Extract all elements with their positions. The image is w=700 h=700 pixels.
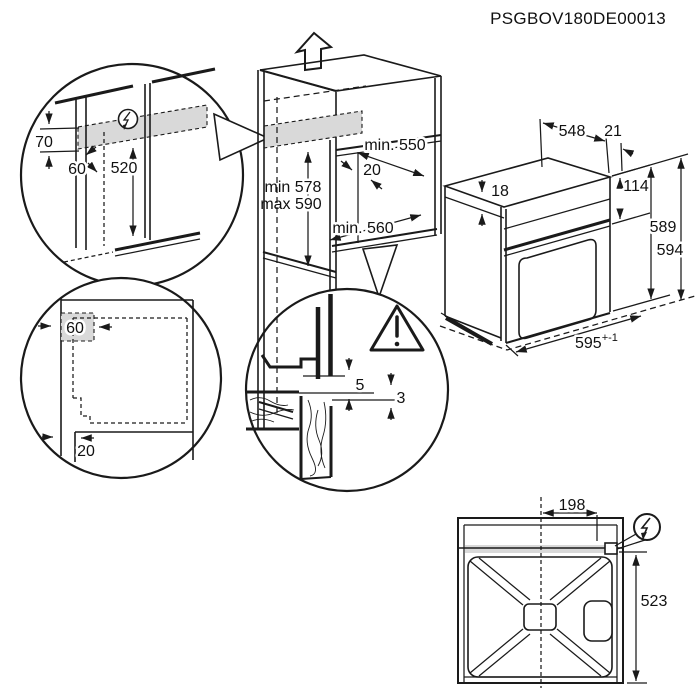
connection-box [604,542,618,555]
dim-oven-front-overhang: 21 [604,123,622,140]
detail-circle-electrical-zone: 70 60 520 [19,62,245,288]
detail-circle-door-gap: 5 3 [244,287,450,493]
dim-rear-gap: 20 [363,162,381,179]
base-side-housing [583,600,613,642]
dim-upper-gap: 5 [356,377,365,394]
dim-zone-distance-below: 520 [111,160,138,177]
detail-circle-worktop: 60 20 [19,276,223,480]
dim-oven-body-height: 589 [650,219,677,236]
dim-oven-front-width-group: 595+-1 [575,332,618,352]
dim-niche-height-max: max 590 [260,196,321,213]
dim-oven-top-depth: 548 [559,123,586,140]
dim-zone-size: 60 [66,320,84,337]
electrical-connection-icon [117,108,139,130]
dim-oven-total-height: 594 [657,242,684,259]
drawing-number: PSGBOV180DE00013 [490,9,666,28]
dim-oven-front-width-tolerance: +-1 [602,332,618,344]
oven-top-view: 198 523 [457,495,670,688]
dim-zone-height: 70 [35,134,53,151]
dim-oven-front-width: 595 [575,335,602,352]
base-braces [469,557,611,677]
detail-circle-outline [244,287,450,493]
dim-oven-panel-height: 114 [623,178,649,195]
dim-oven-top-clearance: 18 [491,183,509,200]
front-frame-strip [465,545,612,553]
detail-circle-outline [19,276,223,480]
electrical-zone-strip-cabinet [263,110,363,149]
dim-connection-offset: 198 [559,497,586,514]
oven-door-window [518,238,597,340]
dim-niche-height-min: min 578 [265,179,322,196]
dim-niche-width: min. 560 [332,220,393,237]
callout-wedge-gap [361,244,399,300]
dim-front-clearance: 20 [77,443,95,460]
dim-zone-front-offset: 60 [68,161,86,178]
appliance-outline-dashed [72,317,188,424]
cabinet-isometric: min. 550 20 min 578 max 590 min. 560 [258,31,442,300]
electrical-zone-strip [77,104,208,150]
callout-wedge-electrical [213,112,270,162]
base-center-plate [523,603,557,631]
warning-icon [369,304,425,352]
oven-isometric: 548 21 18 114 589 594 595+-1 [439,118,696,357]
dim-lower-gap: 3 [397,390,406,407]
dim-niche-depth: min. 550 [364,137,425,154]
dim-top-view-depth: 523 [641,593,668,610]
up-arrow-icon [294,31,334,72]
electrical-connection-icon [633,513,661,541]
cabinet-front-columns [257,70,294,430]
